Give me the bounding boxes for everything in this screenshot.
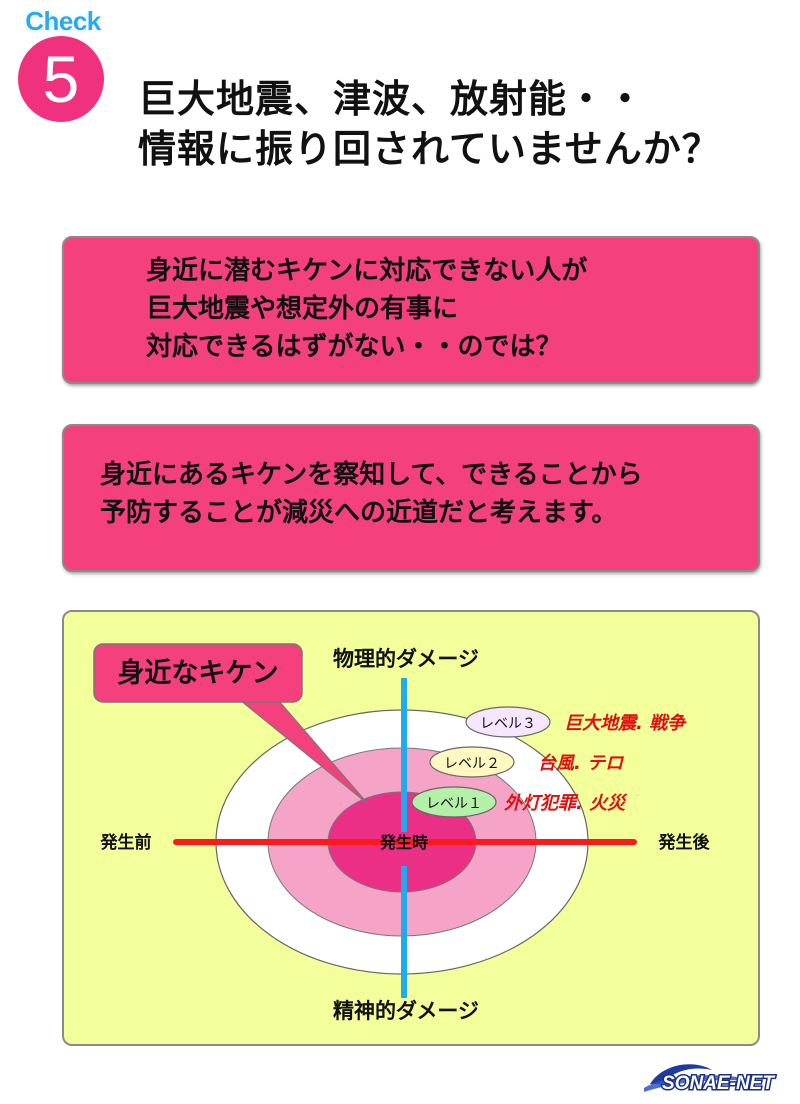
level-1-examples: 外灯犯罪. 火災	[503, 793, 628, 814]
message-box-1: 身近に潜むキケンに対応できない人が 巨大地震や想定外の有事に 対応できるはずがな…	[62, 236, 760, 384]
level-2-examples: 台風. テロ	[538, 753, 625, 774]
headline-line-2: 情報に振り回されていませんか？	[138, 127, 721, 171]
sonae-net-logo: SONAE-NET	[644, 1064, 777, 1096]
axis-label-right: 発生後	[658, 832, 711, 853]
risk-diagram: 身近なキケン 物理的ダメージ 精神的ダメージ 発生前 発生後 発生時 レベル３ …	[93, 643, 711, 1023]
axis-label-top: 物理的ダメージ	[333, 647, 479, 671]
message-box-2-text: 身近にあるキケンを察知して、できることから 予防することが減災への近道だと考えま…	[100, 456, 643, 532]
message-box-2-line-2: 予防することが減災への近道だと考えます。	[100, 498, 618, 528]
check-number: 5	[42, 42, 80, 116]
check-label: Check	[25, 6, 101, 36]
logo-text: SONAE-NET	[662, 1073, 775, 1094]
level-3-badge-text: レベル３	[480, 716, 536, 732]
axis-label-bottom: 精神的ダメージ	[333, 999, 479, 1023]
level-2-badge-text: レベル２	[444, 756, 500, 772]
callout-box	[93, 643, 303, 703]
message-box-1-line-1: 身近に潜むキケンに対応できない人が	[146, 256, 588, 286]
check-number-badge: 5	[18, 36, 104, 122]
level-3-examples: 巨大地震. 戦争	[564, 713, 687, 734]
message-box-2: 身近にあるキケンを察知して、できることから 予防することが減災への近道だと考えま…	[62, 424, 760, 572]
message-box-1-line-2: 巨大地震や想定外の有事に	[146, 294, 459, 324]
level-1-badge-text: レベル１	[426, 796, 482, 812]
risk-diagram-panel: 身近なキケン 物理的ダメージ 精神的ダメージ 発生前 発生後 発生時 レベル３ …	[62, 610, 760, 1046]
message-box-2-line-1: 身近にあるキケンを察知して、できることから	[100, 460, 643, 490]
level-2-badge	[429, 746, 515, 778]
center-label: 発生時	[379, 833, 428, 852]
axis-label-left: 発生前	[100, 832, 152, 853]
level-1-badge	[411, 786, 497, 818]
message-box-1-line-3: 対応できるはずがない・・のでは？	[146, 332, 562, 362]
callout-text: 身近なキケン	[117, 657, 278, 689]
headline: 巨大地震、津波、放射能・・ 情報に振り回されていませんか？	[138, 74, 778, 174]
message-box-1-text: 身近に潜むキケンに対応できない人が 巨大地震や想定外の有事に 対応できるはずがな…	[146, 252, 587, 366]
headline-line-1: 巨大地震、津波、放射能・・	[138, 77, 646, 121]
level-3-badge	[465, 706, 551, 738]
